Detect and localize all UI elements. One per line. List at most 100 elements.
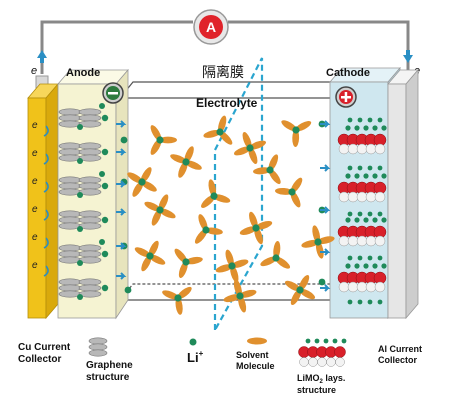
graphene-sheet (58, 148, 82, 156)
graphene-sheet (78, 290, 102, 298)
li-ion (146, 252, 154, 260)
ion-arrow-cathode (320, 164, 331, 172)
legend-limo2-li (332, 338, 338, 344)
cu-current-collector (27, 82, 59, 320)
cathode-li-ion (381, 173, 387, 179)
limo2-metal (365, 281, 377, 293)
legend-al-line1: Al Current (378, 344, 422, 354)
cathode-li-ion (367, 117, 373, 123)
li-ion (174, 294, 182, 302)
limo2-metal (347, 191, 359, 203)
anode-electron: e (32, 120, 38, 131)
anode-li-ion (101, 182, 109, 190)
cathode-li-ion (381, 263, 387, 269)
ion-arrow-anode (116, 272, 127, 280)
ion-arrow-cathode (320, 284, 331, 292)
electron-arrow (43, 237, 49, 249)
solvent-molecules (127, 115, 335, 315)
legend-limo2-icon (298, 338, 347, 367)
electron-label-left: e (31, 65, 37, 77)
legend-limo2-li (341, 338, 347, 344)
cathode-li-ion (354, 125, 360, 131)
li-ion (120, 136, 128, 144)
al-current-collector (387, 68, 419, 320)
graphene-sheet (78, 148, 102, 156)
ion-arrow-cathode (320, 206, 331, 214)
limo2-metal (347, 235, 359, 247)
li-ion (182, 258, 190, 266)
graphene-sheet (78, 108, 102, 116)
legend-li-main: Li (187, 350, 199, 365)
limo2-metal (338, 191, 350, 203)
legend-graphene-line2: structure (86, 372, 130, 383)
solvent-molecule (275, 187, 293, 195)
legend-limo2-metal (308, 357, 318, 367)
limo2-metal (374, 281, 386, 293)
graphene-sheet (58, 278, 82, 286)
electron-out-arrow-left (37, 50, 47, 63)
cathode-li-ion (377, 255, 383, 261)
legend-limo2-sub: 2 (320, 379, 324, 385)
cathode-li-ion (347, 165, 353, 171)
legend-cu-line1: Cu Current (18, 342, 71, 353)
cathode-li-ion (377, 117, 383, 123)
graphene-sheet (78, 154, 102, 162)
cathode-li-ion (345, 125, 351, 131)
legend-limo2-metal (335, 357, 345, 367)
solvent-molecule (273, 241, 281, 259)
legend-limo2-oxygen (334, 346, 346, 358)
anode-li-ion (101, 114, 109, 122)
limo2-metal (374, 235, 386, 247)
anode-li-ion (77, 158, 83, 164)
ion-arrow-anode (116, 180, 127, 188)
cathode-li-ion (381, 217, 387, 223)
li-ion (318, 278, 326, 286)
cathode-li-ion (367, 165, 373, 171)
li-ion (228, 262, 236, 270)
limo2-metal (374, 143, 386, 155)
legend-limo2-line2: structure (297, 385, 336, 395)
cathode-li-ion (372, 263, 378, 269)
anode-li-ion (101, 148, 109, 156)
legend-li-sup: + (199, 349, 204, 358)
solvent-molecule (292, 129, 300, 147)
separator-membrane (213, 57, 264, 335)
li-ion (210, 192, 218, 200)
anode-li-ion (99, 171, 105, 177)
cathode-li-ion (367, 299, 373, 305)
limo2-metal (338, 235, 350, 247)
cathode-li-ion (357, 211, 363, 217)
legend-li-label: Li+ (187, 349, 204, 365)
anode-electron: e (32, 232, 38, 243)
ammeter: A (193, 9, 229, 45)
ion-arrow-anode (116, 148, 127, 156)
cathode-li-ion (354, 217, 360, 223)
anode-li-ion (99, 103, 105, 109)
legend-solvent-icon (247, 337, 267, 345)
graphene-sheet (58, 244, 82, 252)
limo2-metal (356, 191, 368, 203)
cathode-li-ion (345, 263, 351, 269)
limo2-metal (365, 191, 377, 203)
li-ion (236, 292, 244, 300)
ion-flow-arrows (116, 120, 331, 292)
legend-limo2-metal (326, 357, 336, 367)
legend-graphene-line1: Graphene (86, 360, 133, 371)
graphene-sheet (58, 114, 82, 122)
li-ion (216, 128, 224, 136)
graphene-sheet (78, 278, 102, 286)
li-ion (156, 206, 164, 214)
cathode-li-ion (357, 299, 363, 305)
anode-electron: e (32, 176, 38, 187)
ion-arrow-cathode (320, 248, 331, 256)
anode-li-ion (101, 216, 109, 224)
anode-li-ion (99, 239, 105, 245)
graphene-sheet (78, 222, 102, 230)
graphene-sheet (78, 114, 102, 122)
limo2-metal (356, 235, 368, 247)
li-ion (266, 166, 274, 174)
anode-li-ion (77, 192, 83, 198)
li-ion (182, 158, 190, 166)
electron-arrow (43, 153, 49, 165)
